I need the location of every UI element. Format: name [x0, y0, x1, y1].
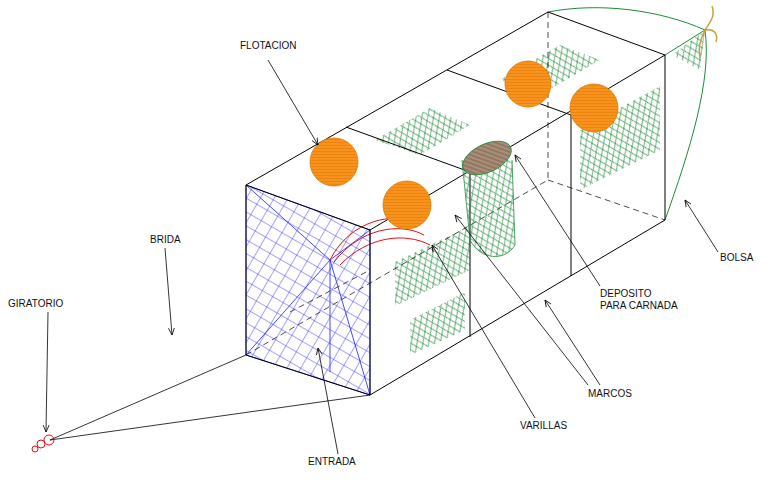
float-label: FLOTACION: [240, 40, 296, 52]
bag-label: BOLSA: [720, 252, 753, 264]
entrance-label: ENTRADA: [308, 456, 356, 468]
bait-label: DEPOSITO PARA CARNADA: [600, 288, 680, 312]
rods-label: VARILLAS: [520, 420, 567, 432]
frames-label: MARCOS: [588, 388, 632, 400]
swivel-label: GIRATORIO: [8, 298, 63, 310]
bridle-label: BRIDA: [150, 234, 181, 246]
